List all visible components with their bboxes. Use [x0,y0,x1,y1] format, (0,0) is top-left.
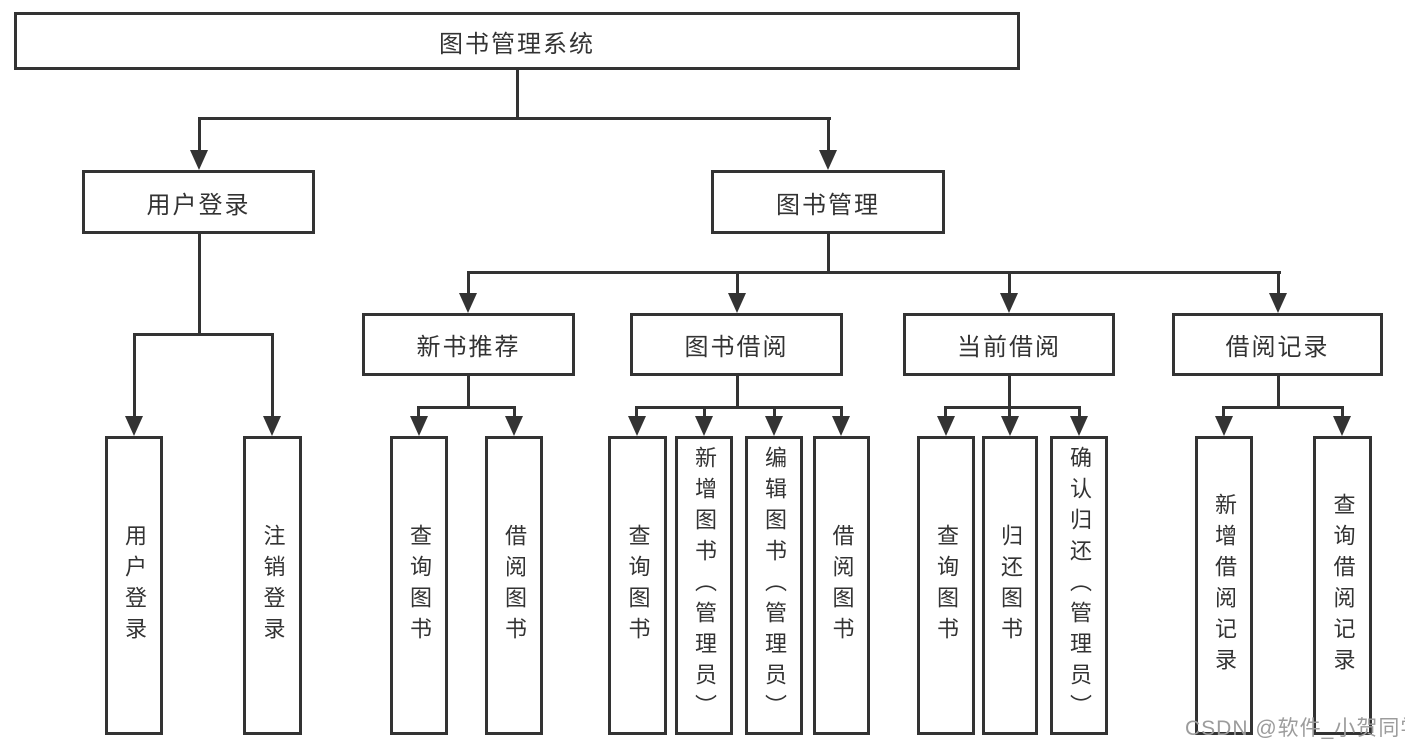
connector-line [198,117,201,153]
connector-line [827,234,830,274]
connector-arrowhead [765,416,783,436]
leaf-label: 新增图书（管理员） [692,446,717,725]
connector-line [417,406,516,409]
connector-arrowhead [263,416,281,436]
connector-line [417,406,420,419]
connector-arrowhead [832,416,850,436]
connector-arrowhead [1000,293,1018,313]
connector-arrowhead [459,293,477,313]
connector-line [944,406,1081,409]
node-user-login: 用户登录 [82,170,315,234]
connector-arrowhead [1070,416,1088,436]
leaf-label: 新增借阅记录 [1212,492,1237,679]
connector-line [198,234,201,335]
connector-line [1222,406,1344,409]
leaf-add-book-admin: 新增图书（管理员） [675,436,733,735]
node-book-management: 图书管理 [711,170,945,234]
connector-arrowhead [1269,293,1287,313]
connector-arrowhead [410,416,428,436]
leaf-label: 用户登录 [122,523,147,648]
leaf-label: 查询图书 [407,523,432,648]
connector-arrowhead [505,416,523,436]
connector-line [1078,406,1081,419]
connector-arrowhead [1215,416,1233,436]
connector-line [513,406,516,419]
connector-line [467,271,470,296]
node-label: 图书借阅 [684,334,789,361]
connector-line [467,376,470,409]
leaf-label: 查询图书 [934,523,959,648]
leaf-label: 查询借阅记录 [1330,492,1356,679]
leaf-borrow-books: 借阅图书 [813,436,870,735]
connector-line [516,70,519,120]
node-label: 图书管理系统 [439,30,595,58]
node-book-borrowing: 图书借阅 [630,313,843,376]
connector-line [1222,406,1225,419]
connector-line [1008,376,1011,409]
leaf-edit-book-admin: 编辑图书（管理员） [745,436,803,735]
connector-arrowhead [695,416,713,436]
connector-line [773,406,776,419]
connector-line [703,406,706,419]
leaf-user-login: 用户登录 [105,436,163,735]
connector-line [1277,271,1280,296]
connector-line [736,376,739,409]
connector-line [635,406,843,409]
connector-line [827,117,830,153]
connector-arrowhead [190,150,208,170]
leaf-return-book: 归还图书 [982,436,1038,735]
connector-line [1008,271,1011,296]
connector-line [1277,376,1280,409]
connector-line [1341,406,1344,419]
node-label: 用户登录 [146,191,251,219]
node-current-borrowing: 当前借阅 [903,313,1115,376]
node-label: 当前借阅 [957,334,1061,361]
leaf-add-borrow-record: 新增借阅记录 [1195,436,1253,735]
leaf-label: 归还图书 [998,523,1023,648]
connector-line [198,117,831,120]
connector-arrowhead [1333,416,1351,436]
leaf-confirm-return-admin: 确认归还（管理员） [1050,436,1108,735]
leaf-query-books-recommend: 查询图书 [390,436,448,735]
leaf-label: 借阅图书 [502,523,527,648]
leaf-label: 编辑图书（管理员） [762,446,787,725]
connector-line [1008,406,1011,419]
node-new-book-recommendation: 新书推荐 [362,313,575,376]
connector-arrowhead [628,416,646,436]
connector-line [271,333,274,419]
connector-arrowhead [728,293,746,313]
leaf-label: 查询图书 [625,523,651,648]
node-label: 借阅记录 [1225,334,1330,361]
node-label: 图书管理 [776,191,880,219]
connector-arrowhead [819,150,837,170]
connector-line [467,271,1281,274]
connector-arrowhead [125,416,143,436]
leaf-query-books-borrow: 查询图书 [608,436,667,735]
connector-line [635,406,638,419]
leaf-label: 注销登录 [260,523,286,648]
node-label: 新书推荐 [416,334,521,361]
node-library-management-system: 图书管理系统 [14,12,1020,70]
connector-line [736,271,739,296]
leaf-logout: 注销登录 [243,436,302,735]
connector-arrowhead [937,416,955,436]
leaf-query-books-current: 查询图书 [917,436,975,735]
connector-line [133,333,274,336]
leaf-borrow-books-recommend: 借阅图书 [485,436,543,735]
connector-line [944,406,947,419]
leaf-query-borrow-record: 查询借阅记录 [1313,436,1372,735]
connector-line [840,406,843,419]
leaf-label: 借阅图书 [829,523,855,648]
node-borrowing-records: 借阅记录 [1172,313,1383,376]
leaf-label: 确认归还（管理员） [1067,446,1092,725]
connector-arrowhead [1001,416,1019,436]
watermark: CSDN @软件_小贺同学 [1185,717,1405,740]
connector-line [133,333,136,419]
